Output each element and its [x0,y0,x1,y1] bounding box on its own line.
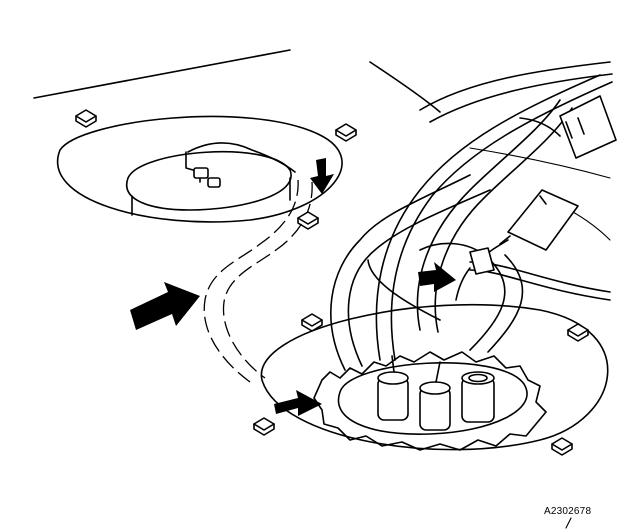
lower-access-opening [260,304,609,451]
electrical-connectors [499,95,617,251]
arrow-icon-connector [418,262,456,292]
code-leader [565,517,572,529]
retaining-tabs [75,109,589,456]
upper-access-opening [56,115,343,223]
arrow-icon-lockring [274,390,322,416]
lock-ring [313,351,547,451]
sensor-wire [455,239,611,301]
hose-routing-path [203,179,313,383]
figure-reference-code: A2302678 [544,506,592,517]
pump-fittings [377,355,495,431]
arrow-icon-down [310,158,334,194]
arrow-icon-large [130,282,200,330]
